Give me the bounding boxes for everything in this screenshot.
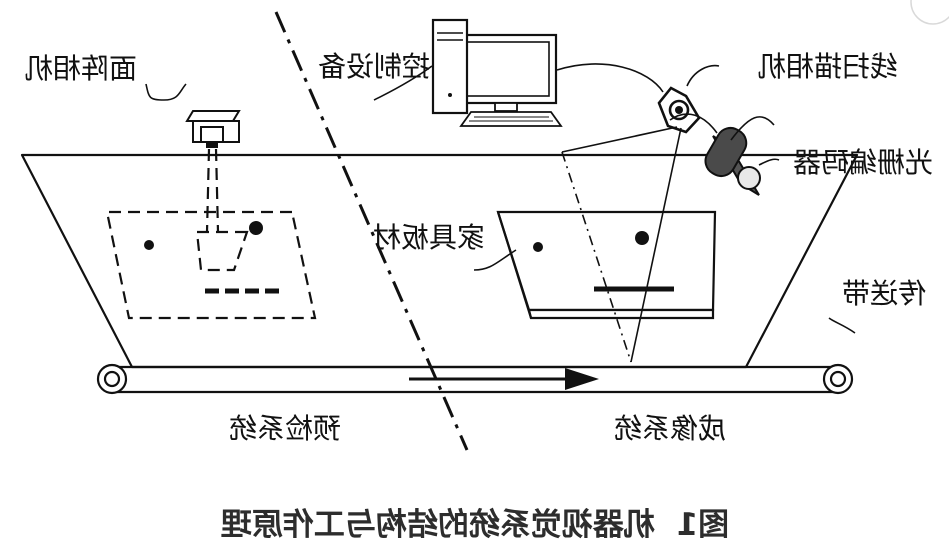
- cables: [556, 63, 775, 141]
- left-roller-icon: [822, 363, 854, 395]
- furniture-board: [496, 210, 717, 320]
- label-control-device-text: 控制设备: [318, 50, 430, 83]
- label-grating-encoder-text: 光栅编码器: [793, 146, 933, 179]
- label-area-camera-text: 面阵相机: [25, 52, 137, 85]
- control-device-computer-icon: [431, 18, 563, 127]
- label-precheck-system-text: 预检系统: [229, 412, 341, 445]
- corner-circle-decoration: [905, 0, 949, 26]
- figure-caption: 图1 机器视觉系统的结构与工作原理: [221, 507, 729, 543]
- conveyor-belt: [20, 153, 859, 395]
- area-camera-icon: [185, 110, 241, 233]
- leader-lines: [145, 64, 856, 334]
- grating-encoder-icon: [704, 126, 761, 196]
- motion-arrow-icon: [409, 368, 599, 390]
- label-furniture-board-text: 家具板材: [373, 221, 485, 254]
- label-line-camera-text: 线扫描相机: [758, 50, 898, 83]
- precheck-board-outline: [105, 210, 317, 320]
- right-roller-icon: [96, 363, 128, 395]
- label-imaging-system-text: 成像系统: [614, 412, 726, 445]
- system-divider-line: [274, 11, 469, 451]
- label-conveyor-belt-text: 传送带: [842, 277, 926, 310]
- scan-light-sheet: [561, 126, 682, 363]
